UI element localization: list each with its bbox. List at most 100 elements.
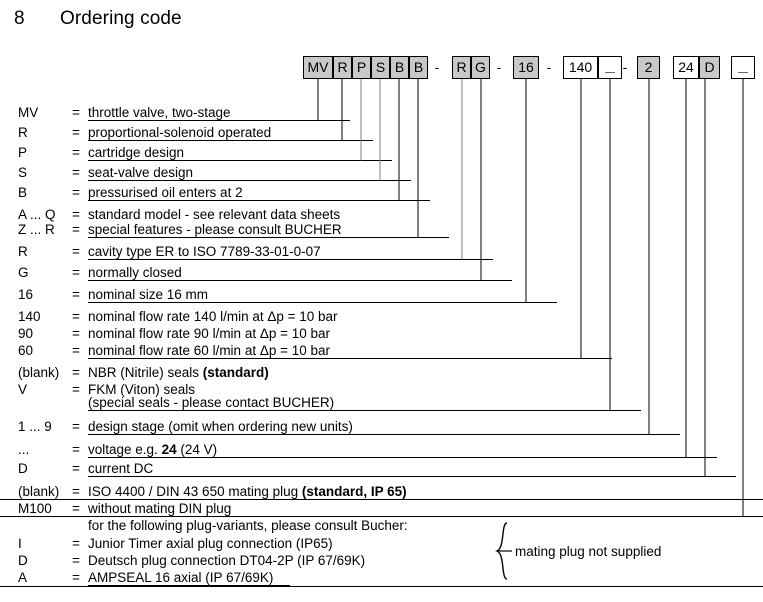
code-box-g-7: G <box>471 56 490 79</box>
code-box-b-4: B <box>390 56 409 79</box>
legend-key: 90 <box>18 326 34 341</box>
legend-key: (blank) <box>18 484 60 499</box>
legend-description: cavity type ER to ISO 7789-33-01-0-07 <box>88 244 321 259</box>
legend-description: FKM (Viton) seals <box>88 382 196 397</box>
code-box-140-9: 140 <box>563 56 598 79</box>
legend-description: nominal size 16 mm <box>88 287 209 302</box>
legend-description: throttle valve, two-stage <box>88 105 231 120</box>
legend-key: (blank) <box>18 365 60 380</box>
section-number: 8 <box>14 8 25 29</box>
legend-key: V <box>18 382 28 397</box>
code-box-blank-14 <box>731 56 755 79</box>
legend-key: 60 <box>18 343 34 358</box>
legend-equals: = <box>72 105 80 120</box>
legend-description: pressurised oil enters at 2 <box>88 185 243 200</box>
legend-description: proportional-solenoid operated <box>88 125 272 140</box>
legend-key: A <box>18 570 28 585</box>
code-box-b-5: B <box>409 56 428 79</box>
legend-key: R <box>18 125 28 140</box>
legend-key: 1 ... 9 <box>18 419 52 434</box>
legend-equals: = <box>72 343 80 358</box>
legend-description-continued: for the following plug-variants, please … <box>88 518 408 533</box>
legend-equals: = <box>72 326 80 341</box>
legend-equals: = <box>72 244 80 259</box>
legend-key: A ... Q <box>18 207 56 222</box>
legend-description: seat-valve design <box>88 165 194 180</box>
legend-key: ... <box>18 442 30 457</box>
legend-description: current DC <box>88 461 154 476</box>
legend-description: special features - please consult BUCHER <box>88 222 342 237</box>
legend-key: S <box>18 165 28 180</box>
mating-plug-brace-group: mating plug not supplied <box>495 522 661 585</box>
legend-equals: = <box>72 145 80 160</box>
legend-description-emphasis: (standard) <box>202 365 269 380</box>
code-box-s-3: S <box>371 56 390 79</box>
legend-key: P <box>18 145 28 160</box>
code-separator-2: - <box>546 59 552 75</box>
legend-key: D <box>18 461 28 476</box>
code-box-2-11: 2 <box>637 56 660 79</box>
legend-description: without mating DIN plug <box>88 501 232 516</box>
curly-brace-icon <box>495 522 512 580</box>
legend-key: G <box>18 265 29 280</box>
legend-description: nominal flow rate 60 l/min at Δp = 10 ba… <box>88 343 331 358</box>
legend-description: NBR (Nitrile) seals (standard) <box>88 365 269 380</box>
legend-key: 16 <box>18 287 34 302</box>
code-box-p-2: P <box>352 56 371 79</box>
legend-key: 140 <box>18 309 41 324</box>
legend-equals: = <box>72 461 80 476</box>
code-separator-0: - <box>434 59 440 75</box>
legend-equals: = <box>72 287 80 302</box>
legend-key: M100 <box>18 501 52 516</box>
code-box-r-6: R <box>452 56 471 79</box>
legend-equals: = <box>72 365 80 380</box>
code-box-d-13: D <box>699 56 720 79</box>
legend-description: design stage (omit when ordering new uni… <box>88 419 353 434</box>
legend-equals: = <box>72 165 80 180</box>
legend-description-emphasis: 24 <box>161 442 177 457</box>
legend-equals: = <box>72 185 80 200</box>
legend-description: voltage e.g. 24 (24 V) <box>88 442 218 457</box>
code-box-r-1: R <box>333 56 352 79</box>
legend-description: nominal flow rate 90 l/min at Δp = 10 ba… <box>88 326 331 341</box>
legend-equals: = <box>72 265 80 280</box>
legend-equals: = <box>72 207 80 222</box>
code-box-mv-0: MV <box>303 56 333 79</box>
legend-equals: = <box>72 382 80 397</box>
legend-description: Deutsch plug connection DT04-2P (IP 67/6… <box>88 553 366 568</box>
mating-plug-note: mating plug not supplied <box>515 544 662 559</box>
legend-equals: = <box>72 419 80 434</box>
legend-equals: = <box>72 484 80 499</box>
page-title: 8 Ordering code <box>14 8 182 30</box>
legend-key: D <box>18 553 28 568</box>
legend-equals: = <box>72 222 80 237</box>
legend-description: AMPSEAL 16 axial (IP 67/69K) <box>88 570 274 585</box>
legend-description: cartridge design <box>88 145 185 160</box>
code-box-24-12: 24 <box>673 56 699 79</box>
legend-description: nominal flow rate 140 l/min at Δp = 10 b… <box>88 309 338 324</box>
code-box-16-8: 16 <box>513 56 539 79</box>
section-title: Ordering code <box>60 8 182 29</box>
code-separator-1: - <box>496 59 502 75</box>
legend-equals: = <box>72 309 80 324</box>
legend-equals: = <box>72 536 80 551</box>
legend-equals: = <box>72 553 80 568</box>
legend-key: R <box>18 244 28 259</box>
code-separator-3: - <box>622 59 628 75</box>
legend-description: standard model - see relevant data sheet… <box>88 207 341 222</box>
legend-description: ISO 4400 / DIN 43 650 mating plug (stand… <box>88 484 407 499</box>
legend-equals: = <box>72 442 80 457</box>
code-box-blank-10 <box>598 56 622 79</box>
legend-description: Junior Timer axial plug connection (IP65… <box>88 536 333 551</box>
legend-key: I <box>18 536 22 551</box>
legend-description-emphasis: (standard, IP 65) <box>301 484 407 499</box>
legend-description: normally closed <box>88 265 182 280</box>
legend-key: Z ... R <box>18 222 55 237</box>
legend-key: B <box>18 185 28 200</box>
legend-equals: = <box>72 501 80 516</box>
legend-description-continued: (special seals - please contact BUCHER) <box>88 395 335 410</box>
legend-equals: = <box>72 570 80 585</box>
legend-key: MV <box>18 105 39 120</box>
